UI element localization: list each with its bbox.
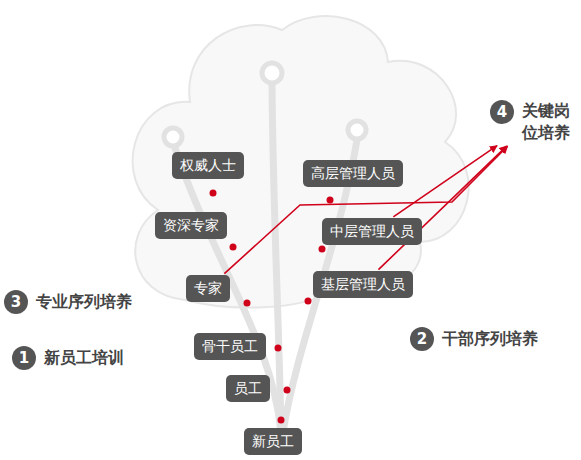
box-label: 员工: [234, 380, 262, 396]
callout-number: 2: [410, 327, 434, 351]
left-branch: [175, 148, 281, 432]
callout-text: 干部序列培养: [442, 327, 538, 351]
callout-text: 关键岗位培养: [522, 100, 573, 144]
box-label: 资深专家: [163, 217, 219, 233]
callout-text: 新员工培训: [44, 346, 124, 370]
level-dot: [278, 417, 285, 424]
level-box: 新员工: [244, 428, 302, 455]
tree-crown: [133, 16, 469, 307]
level-box: 权威人士: [172, 152, 244, 179]
box-label: 中层管理人员: [330, 223, 414, 239]
box-label: 骨干员工: [202, 338, 258, 354]
callout-node: 4 关键岗位培养: [490, 100, 573, 144]
middle-branch: [272, 84, 281, 432]
box-label: 专家: [194, 280, 222, 296]
box-label: 高层管理人员: [311, 165, 395, 181]
box-label: 权威人士: [180, 157, 236, 173]
level-dot: [275, 345, 282, 352]
callout-number: 4: [490, 100, 514, 124]
level-dot: [244, 300, 251, 307]
callout-node: 1 新员工培训: [12, 346, 124, 370]
callout-number: 1: [12, 346, 36, 370]
box-label: 基层管理人员: [321, 276, 405, 292]
level-box: 员工: [226, 375, 270, 402]
branch-ring: [262, 63, 282, 83]
level-box: 基层管理人员: [313, 271, 413, 298]
level-box: 资深专家: [155, 212, 227, 239]
callout-node: 3 专业序列培养: [4, 290, 132, 314]
branch-ring: [348, 121, 366, 139]
callout-node: 2 干部序列培养: [410, 327, 538, 351]
level-dot: [319, 246, 326, 253]
training-arrow: [224, 146, 507, 274]
level-dot: [327, 197, 334, 204]
level-box: 骨干员工: [194, 333, 266, 360]
branch-ring: [164, 128, 182, 146]
level-dot: [210, 190, 217, 197]
level-box: 高层管理人员: [303, 160, 403, 187]
callout-text: 专业序列培养: [36, 290, 132, 314]
callout-number: 3: [4, 290, 28, 314]
level-box: 中层管理人员: [322, 218, 422, 245]
level-dot: [284, 387, 291, 394]
box-label: 新员工: [252, 433, 294, 449]
level-dot: [230, 244, 237, 251]
level-dot: [305, 298, 312, 305]
level-box: 专家: [186, 275, 230, 302]
